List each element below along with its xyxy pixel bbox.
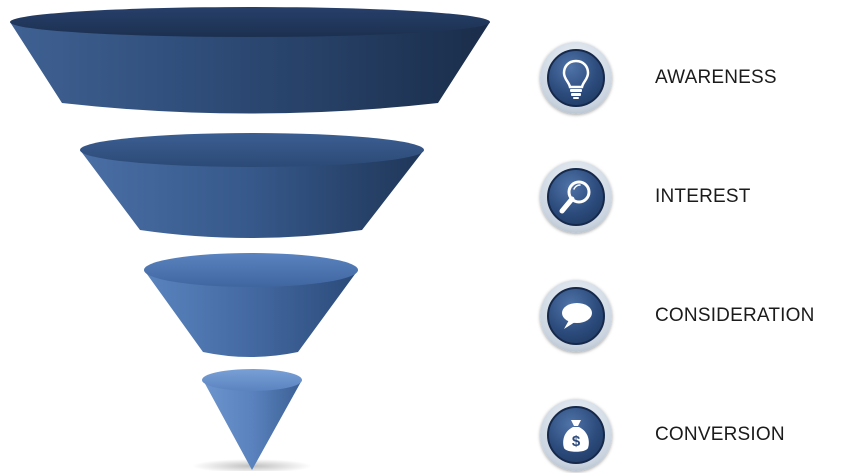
money-bag-icon: $ — [540, 399, 612, 471]
funnel-segment-conversion — [202, 369, 302, 470]
funnel-diagram — [10, 7, 490, 471]
stage-label-conversion: CONVERSION — [655, 424, 785, 445]
svg-text:$: $ — [572, 433, 581, 450]
stage-label-awareness: AWARENESS — [655, 67, 777, 88]
magnifier-icon — [540, 161, 612, 233]
stage-label-interest: INTEREST — [655, 186, 751, 207]
funnel-segment-consideration — [144, 253, 358, 357]
stage-label-consideration: CONSIDERATION — [655, 305, 815, 326]
speech-bubble-icon — [540, 280, 612, 352]
stage-awareness: AWARENESS — [540, 40, 777, 116]
funnel-segment-awareness — [10, 7, 490, 114]
stage-interest: INTEREST — [540, 159, 751, 235]
funnel-segment-interest — [80, 133, 424, 238]
stage-conversion: $ CONVERSION — [540, 397, 785, 473]
stage-consideration: CONSIDERATION — [540, 278, 815, 354]
lightbulb-icon — [540, 42, 612, 114]
